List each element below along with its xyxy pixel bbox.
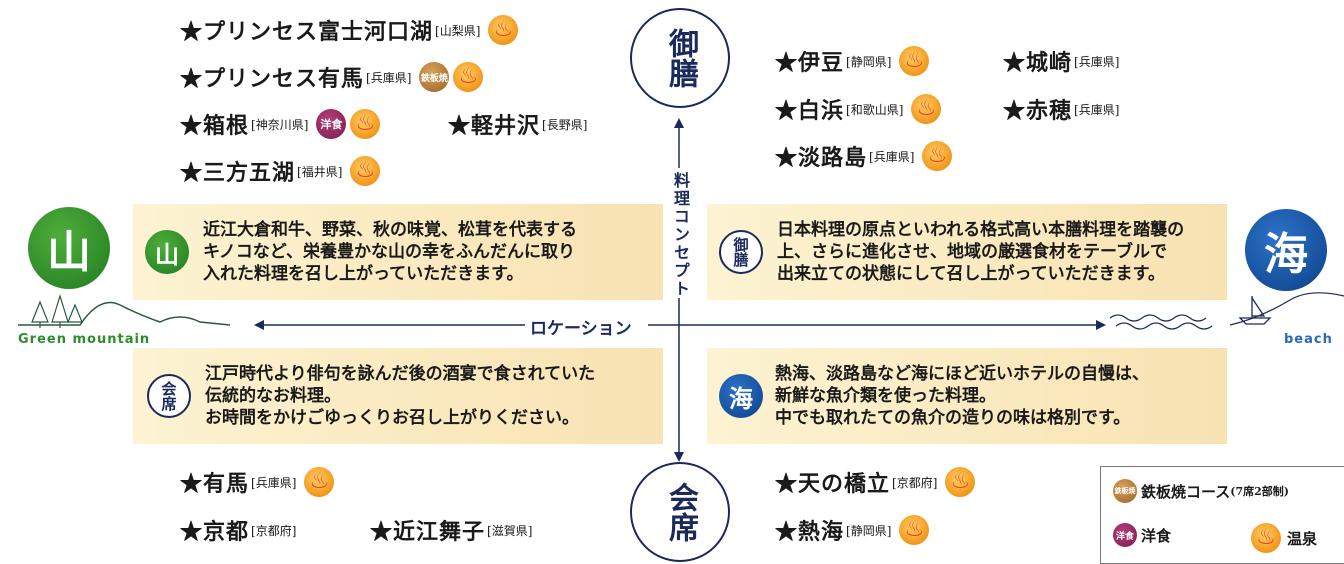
waves-icon: [1109, 292, 1344, 330]
venue-amanohashidate: ★天の橋立[京都府]: [775, 466, 976, 498]
yoshoku-legend-label: 洋食: [1141, 526, 1172, 545]
mountain-box: 山 近江大倉和牛、野菜、秋の味覚、松茸を代表する キノコなど、栄養豊かな山の幸を…: [133, 204, 663, 300]
venue-omimaiko: ★近江舞子[滋賀県]: [370, 519, 533, 545]
venue-kinosaki: ★城崎[兵庫県]: [1003, 50, 1120, 76]
trees-icon: [31, 293, 83, 328]
mountain-box-text: 近江大倉和牛、野菜、秋の味覚、松茸を代表する キノコなど、栄養豊かな山の幸をふん…: [203, 220, 577, 284]
kaiseki-box-icon: 会席: [147, 374, 191, 418]
onsen-icon: [922, 141, 953, 171]
mountain-circle: 山: [28, 207, 110, 289]
onsen-icon: [350, 109, 381, 139]
venue-awajishima: ★淡路島[兵庫県]: [775, 140, 953, 172]
teppan-legend-badge: 鉄板焼: [1113, 479, 1137, 503]
sea-box-icon: 海: [719, 374, 763, 418]
kaiseki-box: 会席 江戸時代より俳句を詠んだ後の酒宴で食されていた 伝統的なお料理。 お時間を…: [133, 348, 663, 444]
kaiseki-box-text: 江戸時代より俳句を詠んだ後の酒宴で食されていた 伝統的なお料理。 お時間をかけご…: [205, 364, 596, 428]
mountain-box-icon: 山: [145, 230, 189, 274]
venue-mikatagoko: ★三方五湖[福井県]: [180, 155, 381, 187]
right-caption: beach: [1284, 332, 1333, 347]
onsen-icon: [350, 156, 381, 186]
onsen-icon: [911, 94, 942, 124]
horizontal-axis-label: ロケーション: [530, 319, 632, 339]
yoshoku-badge: 洋食: [316, 109, 347, 139]
venue-kyoto: ★京都[京都府]: [180, 519, 297, 545]
kaiseki-circle: 会席: [630, 462, 730, 562]
teppan-badge: 鉄板焼: [419, 62, 450, 92]
venue-izu: ★伊豆[静岡県]: [775, 45, 930, 77]
vertical-axis-label: 料理コンセプト: [671, 172, 690, 298]
gozen-box-text: 日本料理の原点といわれる格式高い本膳料理を踏襲の 上、さらに進化させ、地域の厳選…: [777, 220, 1185, 284]
onsen-icon: [488, 15, 519, 45]
legend: 鉄板焼 鉄板焼コース (7席2部制) 洋食 洋食 温泉: [1100, 466, 1344, 564]
sea-box: 海 熱海、淡路島など海にほど近いホテルの自慢は、 新鮮な魚介類を使った料理。 中…: [707, 348, 1227, 444]
venue-arima-princess: ★プリンセス有馬[兵庫県] 鉄板焼: [180, 61, 484, 93]
onsen-legend-label: 温泉: [1287, 529, 1318, 548]
venue-fujikawaguchiko: ★プリンセス富士河口湖[山梨県]: [180, 14, 519, 46]
gozen-circle: 御膳: [630, 8, 730, 108]
venue-shirahama: ★白浜[和歌山県]: [775, 93, 942, 125]
venue-ako: ★赤穂[兵庫県]: [1003, 98, 1120, 124]
gozen-box: 御膳 日本料理の原点といわれる格式高い本膳料理を踏襲の 上、さらに進化させ、地域…: [707, 204, 1227, 300]
onsen-icon: [453, 62, 484, 92]
sailboat-icon: [1238, 296, 1272, 325]
venue-hakone: ★箱根[神奈川県] 洋食: [180, 108, 381, 140]
left-caption: Green mountain: [18, 332, 151, 347]
yoshoku-legend-badge: 洋食: [1113, 523, 1137, 547]
venue-karuizawa: ★軽井沢[長野県]: [448, 113, 588, 139]
onsen-icon: [899, 515, 930, 545]
gozen-box-icon: 御膳: [719, 230, 763, 274]
sea-box-text: 熱海、淡路島など海にほど近いホテルの自慢は、 新鮮な魚介類を使った料理。 中でも…: [775, 364, 1149, 428]
venue-atami: ★熱海[静岡県]: [775, 514, 930, 546]
onsen-legend-icon: [1251, 523, 1281, 553]
onsen-icon: [304, 467, 335, 497]
venue-arima: ★有馬[兵庫県]: [180, 466, 335, 498]
teppan-legend-note: (7席2部制): [1230, 485, 1289, 498]
onsen-icon: [899, 46, 930, 76]
sea-circle: 海: [1245, 209, 1327, 291]
onsen-icon: [945, 467, 976, 497]
teppan-legend-label: 鉄板焼コース: [1141, 482, 1231, 501]
